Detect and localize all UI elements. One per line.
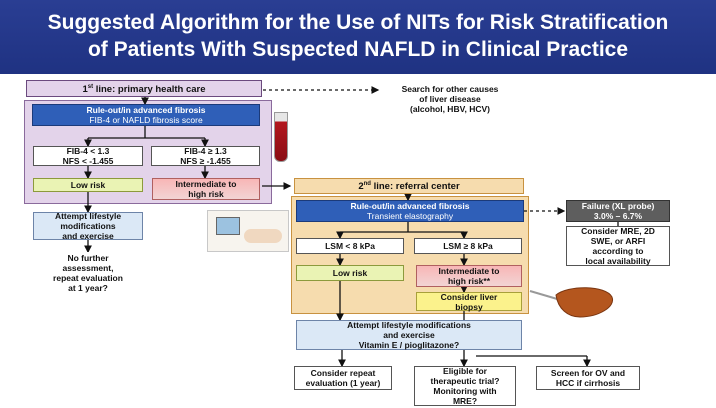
repeat-eval-line-1: Consider repeat [310,368,376,378]
lifestyle-1-line-1: Attempt lifestyle [54,211,122,221]
biopsy-line-2: biopsy [455,301,483,312]
biopsy-line-1: Consider liver [440,291,498,302]
intermediate-2-line-2: high risk** [447,276,491,286]
page-title: Suggested Algorithm for the Use of NITs … [0,9,716,63]
first-line-num: 1 [82,84,88,96]
liver-biopsy-box: Consider liver biopsy [416,291,522,312]
title-line-2: of Patients With Suspected NAFLD in Clin… [87,38,629,61]
low-risk-box-1: Low risk [33,178,143,192]
other-causes-line-1: Search for other causes [401,84,499,94]
lifestyle-2-line-2: and exercise [383,330,435,340]
first-line-box: 1st line: primary health care [26,80,262,97]
first-line-label: line: primary health care [95,84,206,96]
failure-line-1: Failure (XL probe) [581,201,655,211]
consider-mre-line-2: SWE, or ARFI [590,236,646,246]
screen-line-1: Screen for OV and [550,368,626,378]
lifestyle-1-line-2: modifications [60,221,116,231]
fib4-low-line-2: NFS < -1.455 [62,156,114,166]
fib4-high-line-2: NFS ≥ -1.455 [180,156,231,166]
lifestyle-2-line-3: Vitamin E / pioglitazone? [358,340,460,350]
fib4-high-line-1: FIB-4 ≥ 1.3 [184,146,227,156]
screen-line-2: HCC if cirrhosis [555,378,621,388]
intermediate-1-line-2: high risk [188,189,224,199]
screen-box: Screen for OV and HCC if cirrhosis [536,366,640,390]
no-further-line-4: at 1 year? [68,283,108,293]
lifestyle-2-line-1: Attempt lifestyle modifications [347,320,471,330]
second-line-num: 2 [358,181,364,193]
low-risk-2-label: Low risk [332,268,368,278]
fib4-high-box: FIB-4 ≥ 1.3 NFS ≥ -1.455 [151,146,260,166]
eligible-box: Eligible for therapeutic trial? Monitori… [414,366,516,406]
liver-icon [529,287,614,318]
second-line-sup: nd [363,181,371,188]
failure-line-2: 3.0% – 6.7% [593,211,643,221]
lsm-high-label: LSM ≥ 8 kPa [443,241,493,251]
consider-mre-line-4: local availability [585,256,651,266]
other-causes-box: Search for other causes of liver disease… [382,80,518,118]
low-risk-1-label: Low risk [70,180,106,190]
rule-out-box-2: Rule-out/in advanced fibrosis Transient … [296,200,524,222]
title-line-1: Suggested Algorithm for the Use of NITs … [47,11,669,34]
first-line-sup: st [87,83,94,90]
lifestyle-box-1: Attempt lifestyle modifications and exer… [33,211,143,241]
rule-out-2-line-1: Rule-out/in advanced fibrosis [350,201,470,211]
intermediate-2-line-1: Intermediate to [438,266,500,276]
eligible-line-4: MRE? [452,396,478,406]
no-further-line-2: assessment, [62,263,114,273]
other-causes-line-2: of liver disease [419,94,481,104]
other-causes-line-3: (alcohol, HBV, HCV) [410,104,490,114]
consider-mre-line-3: according to [592,246,644,256]
lsm-high-box: LSM ≥ 8 kPa [414,238,522,254]
consider-mre-line-1: Consider MRE, 2D [581,226,655,236]
intermediate-risk-box-1: Intermediate to high risk [152,178,260,200]
title-banner: Suggested Algorithm for the Use of NITs … [0,0,716,74]
no-further-box: No further assessment, repeat evaluation… [33,252,143,294]
lsm-low-box: LSM < 8 kPa [296,238,404,254]
second-line-box: 2nd line: referral center [294,178,524,194]
eligible-line-1: Eligible for [443,366,487,376]
fib4-low-line-1: FIB-4 < 1.3 [66,146,110,156]
lifestyle-box-2: Attempt lifestyle modifications and exer… [296,320,522,350]
no-further-line-3: repeat evaluation [53,273,123,283]
lifestyle-1-line-3: and exercise [62,231,114,241]
blood-tube-icon [274,112,288,162]
intermediate-1-line-1: Intermediate to [175,179,237,189]
lsm-low-label: LSM < 8 kPa [325,241,375,251]
repeat-eval-line-2: evaluation (1 year) [305,378,381,388]
repeat-eval-box: Consider repeat evaluation (1 year) [294,366,392,390]
second-line-label: line: referral center [373,181,460,193]
eligible-line-2: therapeutic trial? [430,376,500,386]
fib4-low-box: FIB-4 < 1.3 NFS < -1.455 [33,146,143,166]
failure-box: Failure (XL probe) 3.0% – 6.7% [566,200,670,222]
rule-out-1-line-2: FIB-4 or NAFLD fibrosis score [89,115,203,125]
rule-out-box-1: Rule-out/in advanced fibrosis FIB-4 or N… [32,104,260,126]
no-further-line-1: No further [67,253,109,263]
fibroscan-device-icon [207,210,289,252]
eligible-line-3: Monitoring with [433,386,497,396]
intermediate-risk-box-2: Intermediate to high risk** [416,265,522,287]
low-risk-box-2: Low risk [296,265,404,281]
rule-out-2-line-2: Transient elastography [366,211,454,221]
consider-mre-box: Consider MRE, 2D SWE, or ARFI according … [566,226,670,266]
rule-out-1-line-1: Rule-out/in advanced fibrosis [86,105,206,115]
